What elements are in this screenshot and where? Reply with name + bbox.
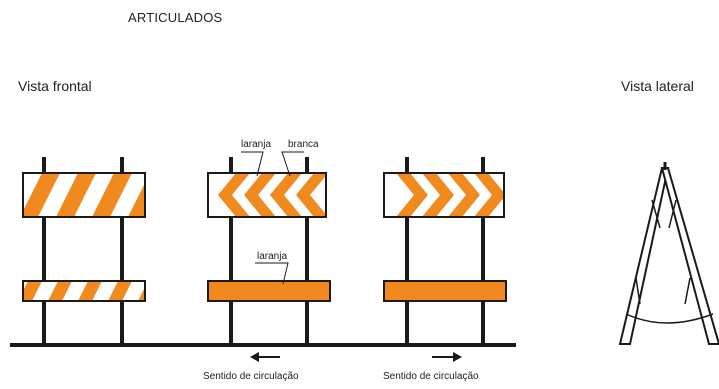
arrow-right-icon [432, 352, 462, 362]
callout-orange-bottom: laranja [257, 251, 288, 262]
page-title: ARTICULADOS [128, 10, 223, 25]
callout-line-orange-bottom [255, 262, 289, 285]
callout-line-orange-top [241, 151, 264, 177]
barrier-chevron-left [207, 157, 331, 343]
direction-label-left: Sentido de circulação [203, 371, 299, 382]
barrier-diagonal [22, 157, 146, 343]
callout-orange-top: laranja [241, 139, 272, 150]
top-board [208, 173, 326, 217]
barrier-chevron-right [383, 157, 507, 343]
direction-label-right: Sentido de circulação [383, 371, 479, 382]
hinge-chain [625, 313, 714, 324]
side-view-label: Vista lateral [621, 78, 694, 94]
callout-white-top: branca [288, 139, 319, 150]
bottom-board [383, 280, 507, 302]
top-board [23, 173, 145, 217]
callout-line-white-top [281, 151, 304, 177]
bottom-board [23, 281, 145, 301]
front-view-label: Vista frontal [18, 78, 92, 94]
top-board [384, 173, 504, 217]
bottom-board [207, 280, 331, 302]
side-view-drawing [618, 162, 719, 345]
arrow-left-icon [250, 352, 280, 362]
